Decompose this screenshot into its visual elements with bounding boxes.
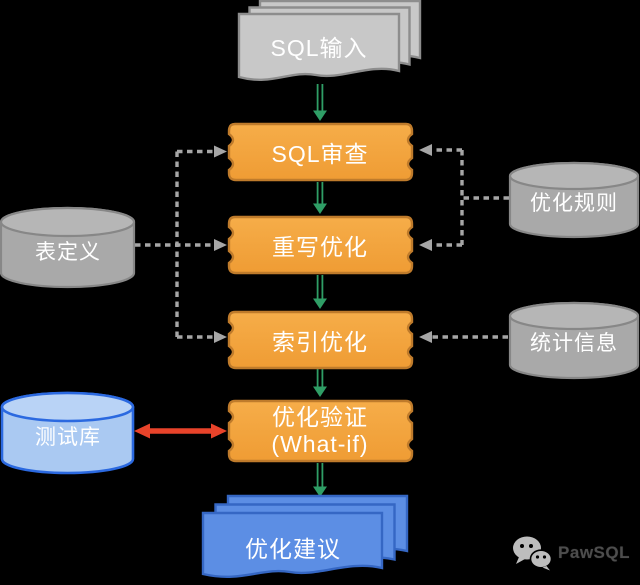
node-rewrite-opt-label: 重写优化 [272,234,368,260]
node-opt-suggest-shape [201,494,409,578]
arrowhead-icon [419,331,432,343]
node-test-db-label: 测试库 [35,426,101,449]
edge-opt-rules-links [426,148,509,339]
node-opt-validate-label: 优化验证 (What-if) [271,404,368,458]
node-opt-rules-shape [508,161,640,239]
arrowhead-icon [211,423,227,439]
node-index-opt-shape [227,310,414,370]
flow-arrow-2 [313,182,327,214]
edge-right-arrowheads [419,144,432,343]
arrowhead-icon [419,239,432,251]
node-index-opt-label: 索引优化 [272,329,368,355]
arrowhead-icon [214,145,227,158]
node-sql-review-shape [227,122,414,182]
node-stats-info-shape [508,301,640,380]
opt-validate-line1: 优化验证 [271,404,368,430]
brand-name: PawSQL [558,543,630,562]
arrowhead-icon [214,331,227,343]
wechat-icon [513,536,553,571]
flow-arrow-5 [313,463,327,497]
node-rewrite-opt-shape [227,215,414,275]
flow-arrow-4 [313,369,327,397]
node-sql-input-label: SQL输入 [270,35,368,61]
flow-arrows [313,84,327,497]
node-opt-suggest-label: 优化建议 [245,536,341,562]
arrowhead-icon [419,144,432,156]
node-sql-review-label: SQL审查 [271,141,369,167]
node-table-def-label: 表定义 [35,241,101,264]
node-opt-rules-label: 优化规则 [530,192,618,215]
connector-layer [134,84,509,497]
node-opt-validate-shape [227,399,414,463]
arrowhead-icon [134,423,150,439]
node-sql-input-shape [237,0,422,81]
flow-arrow-3 [313,275,327,309]
node-table-def-shape [0,206,136,289]
edge-testdb-validate [134,423,227,439]
node-test-db-shape [0,391,135,475]
edge-table-def-arrowheads [214,145,227,343]
arrowhead-icon [214,239,227,251]
node-stats-info-label: 统计信息 [530,332,618,355]
edge-table-def-links [135,149,219,339]
flow-arrow-1 [313,84,327,121]
opt-validate-line2: (What-if) [271,431,369,457]
brand-watermark: PawSQL [511,535,630,571]
